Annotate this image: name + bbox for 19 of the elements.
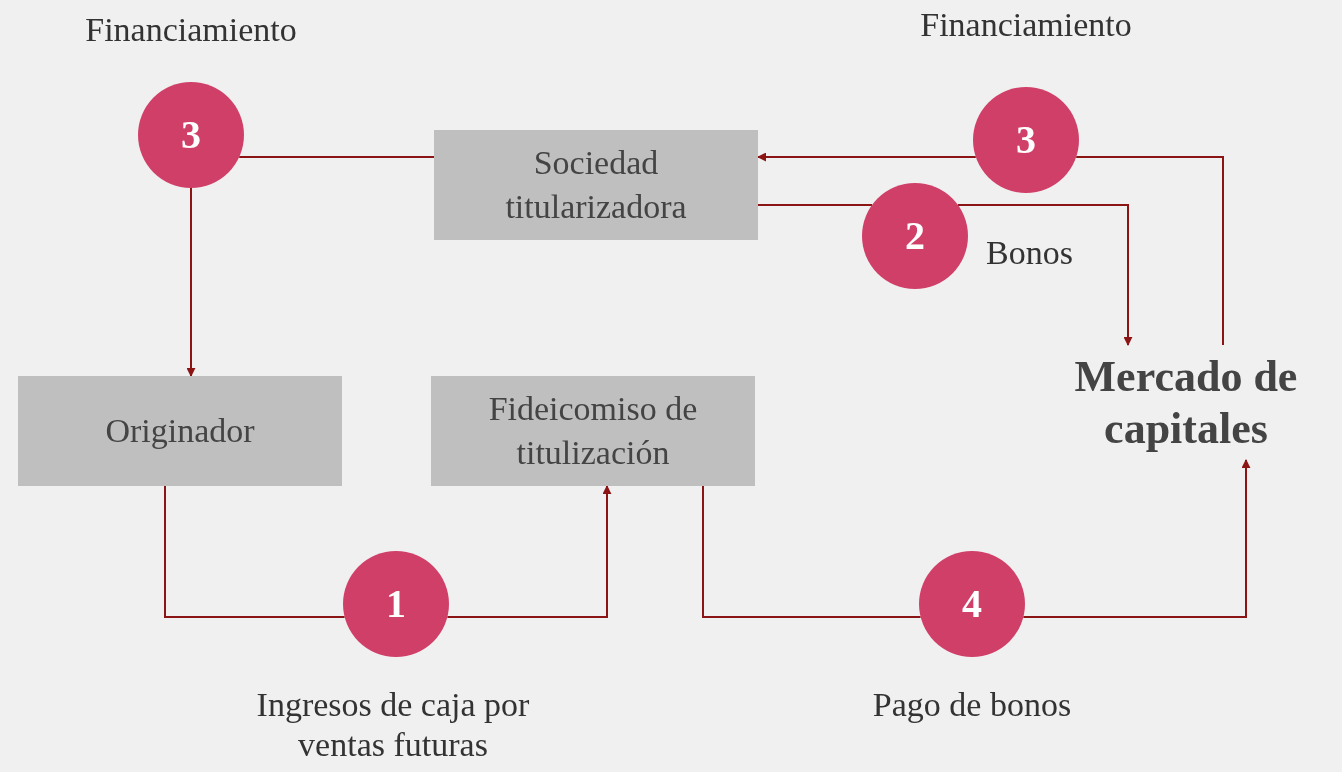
- arrow: [957, 204, 1133, 346]
- arrow: [1022, 459, 1251, 618]
- market-label: Mercado de capitales: [1036, 345, 1336, 460]
- connector-line: [702, 485, 922, 618]
- connector-line: [164, 485, 346, 618]
- connector-line: [757, 204, 873, 206]
- step-caption: Financiamiento: [84, 10, 298, 50]
- step-caption: Financiamiento: [919, 5, 1133, 45]
- arrow: [186, 187, 196, 377]
- process-box: Originador: [18, 376, 342, 486]
- step-caption: Bonos: [986, 233, 1074, 273]
- process-box: Fideicomiso de titulización: [431, 376, 755, 486]
- arrow: [757, 152, 977, 162]
- connector-line: [238, 156, 435, 158]
- connector-line: [1075, 156, 1224, 346]
- step-caption: Pago de bonos: [871, 685, 1073, 725]
- step-caption: Ingresos de caja por ventas futuras: [255, 685, 531, 765]
- process-box: Sociedad titularizadora: [434, 130, 758, 240]
- arrow: [446, 485, 612, 618]
